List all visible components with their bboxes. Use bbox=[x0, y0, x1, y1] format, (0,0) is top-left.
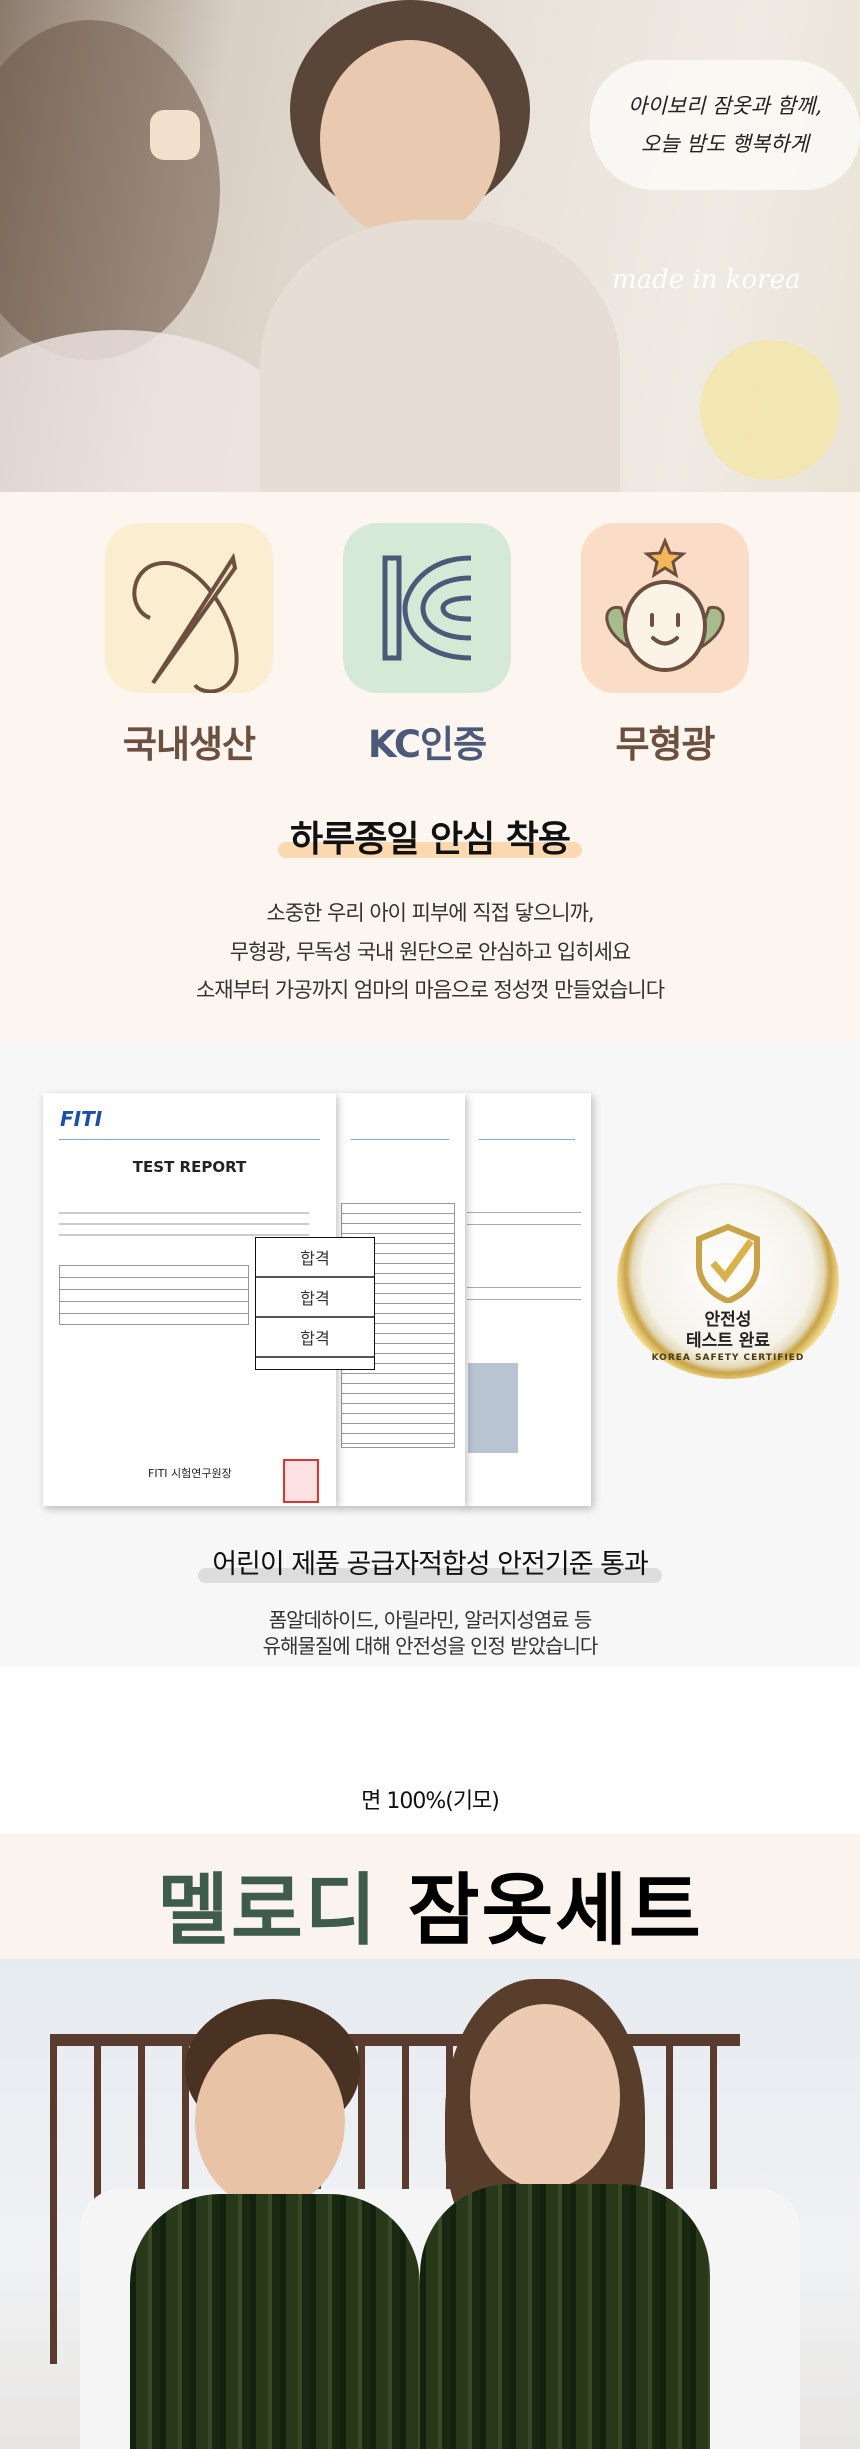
result-pass-2: 합격 bbox=[256, 1280, 374, 1318]
report-desc-2: 유해물질에 대해 안전성을 인정 받았습니다 bbox=[262, 1634, 599, 1658]
girl-face bbox=[470, 2004, 620, 2189]
made-in-korea-text: made in korea bbox=[612, 265, 801, 295]
boy-plaid-pajama bbox=[130, 2194, 420, 2449]
girl-pajama bbox=[260, 220, 620, 492]
child-back-photo-area bbox=[0, 20, 220, 360]
needle-thread-icon bbox=[132, 552, 239, 694]
fabric-sample-photo bbox=[468, 1363, 518, 1453]
child-back-dress bbox=[0, 330, 300, 492]
report-issuer: FITI 시험연구원장 bbox=[148, 1467, 232, 1480]
features-section: 국내생산 KC인증 무형광 하루종일 안심 착용 소중한 우리 아이 피부에 직… bbox=[0, 492, 860, 1043]
safety-heading-text: 하루종일 안심 착용 bbox=[289, 819, 571, 860]
pass-results-box: 합격 합격 합격 bbox=[255, 1237, 375, 1370]
badge-ring-text: KOREA SAFETY CERTIFIED bbox=[651, 1353, 805, 1363]
fiti-logo: FITI bbox=[60, 1107, 103, 1131]
official-seal bbox=[283, 1459, 319, 1503]
result-pass-1: 합격 bbox=[256, 1240, 374, 1278]
feature-domestic bbox=[105, 523, 273, 694]
product-title-band bbox=[0, 1834, 860, 1959]
report-page-3 bbox=[463, 1093, 591, 1506]
report-title: TEST REPORT bbox=[132, 1158, 247, 1176]
girl-face bbox=[320, 40, 500, 240]
safety-line-1: 소중한 우리 아이 피부에 직접 닿으니까, bbox=[266, 901, 594, 925]
flower bbox=[700, 340, 840, 480]
feature-non-fluorescent bbox=[581, 523, 749, 693]
material-section: 면 100%(기모) bbox=[0, 1667, 860, 1834]
safety-line-3: 소재부터 가공까지 엄마의 마음으로 정성껏 만들었습니다 bbox=[195, 978, 665, 1002]
feature-label-non-fluorescent: 무형광 bbox=[615, 723, 715, 766]
shield-check-icon bbox=[696, 1223, 760, 1303]
report-caption: 어린이 제품 공급자적합성 안전기준 통과 bbox=[0, 1542, 860, 1583]
feature-label-kc: KC인증 bbox=[367, 723, 487, 766]
report-test-table bbox=[59, 1265, 249, 1325]
material-text: 면 100%(기모) bbox=[361, 1789, 500, 1814]
badge-line-1: 안전성 bbox=[704, 1310, 752, 1330]
boy-face bbox=[195, 2034, 345, 2209]
safety-heading: 하루종일 안심 착용 bbox=[0, 810, 860, 862]
feature-kc bbox=[343, 523, 511, 693]
girl-plaid-pajama bbox=[420, 2184, 710, 2449]
report-caption-text: 어린이 제품 공급자적합성 안전기준 통과 bbox=[212, 1549, 649, 1580]
safety-certified-badge: 안전성 테스트 완료 KOREA SAFETY CERTIFIED bbox=[617, 1183, 839, 1379]
report-desc-1: 폼알데하이드, 아릴라민, 알러지성염료 등 bbox=[268, 1608, 593, 1632]
kc-mark-icon bbox=[382, 555, 472, 661]
product-title: 멜로디 잠옷세트 bbox=[0, 1848, 860, 1960]
hero-photo: 아이보리 잠옷과 함께, 오늘 밤도 행복하게 made in korea bbox=[0, 0, 860, 492]
feature-label-domestic: 국내생산 bbox=[122, 723, 256, 766]
bubble-line-2: 오늘 밤도 행복하게 bbox=[641, 132, 809, 156]
product-model-photo bbox=[0, 1959, 860, 2449]
safety-line-2: 무형광, 무독성 국내 원단으로 안심하고 입히세요 bbox=[229, 940, 631, 964]
product-name-accent: 멜로디 bbox=[157, 1866, 379, 1956]
report-info bbox=[59, 1203, 309, 1243]
smiley-sprout-icon bbox=[605, 537, 725, 672]
product-name-rest: 잠옷세트 bbox=[407, 1866, 703, 1956]
result-pass-3: 합격 bbox=[256, 1320, 374, 1358]
bubble-line-1: 아이보리 잠옷과 함께, bbox=[628, 94, 822, 118]
badge-line-2: 테스트 완료 bbox=[685, 1331, 771, 1351]
speech-bubble: 아이보리 잠옷과 함께, 오늘 밤도 행복하게 bbox=[590, 60, 860, 190]
hair-clip bbox=[150, 110, 200, 160]
